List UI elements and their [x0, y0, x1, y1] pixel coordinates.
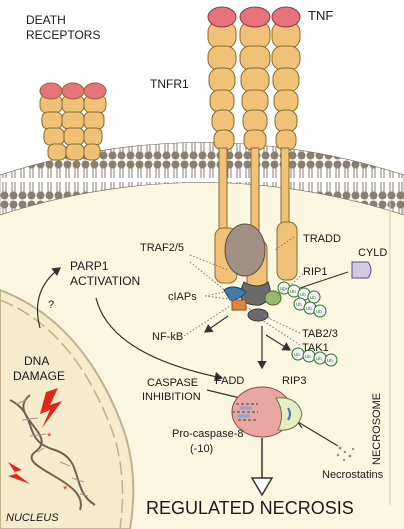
svg-text:*: * — [47, 431, 52, 443]
dna-damage-label-line2: DAMAGE — [13, 369, 65, 383]
necrostatins-label: Necrostatins — [322, 469, 384, 481]
rip3-label: RIP3 — [282, 375, 306, 387]
dna-damage-label-line1: DNA — [24, 354, 49, 368]
necrostatin-particles — [336, 446, 355, 462]
ub-label: Ub — [310, 295, 316, 300]
procaspase-label-line1: Pro-caspase-8 — [172, 428, 244, 440]
caspase-inhibition-line — [206, 389, 241, 399]
nfkb-label: NF-kB — [152, 331, 183, 343]
necrosome-label: NECROSOME — [371, 393, 383, 465]
arrow-dna-to-parp1 — [36, 267, 61, 329]
question-mark-label: ? — [48, 299, 54, 311]
arrow-to-nfkb — [204, 315, 229, 333]
tak-label: TAK1 — [302, 342, 329, 354]
ub-label: Ub — [305, 354, 311, 359]
parp1-label-line2: ACTIVATION — [70, 274, 140, 288]
ub-label: Ub — [316, 356, 322, 361]
tnfr1-label: TNFR1 — [150, 77, 189, 91]
nucleus-label: NUCLEUS — [6, 512, 59, 524]
ub-label: Ub — [300, 292, 306, 297]
dna-damage-lightning-icon — [8, 462, 30, 484]
cyld-protein — [351, 261, 372, 279]
traf-label: TRAF2/5 — [140, 242, 184, 254]
ub-label: Ub — [294, 352, 300, 357]
ub-label: Ub — [327, 358, 333, 363]
ubiquitin-chain — [277, 281, 327, 318]
rip1-label: RIP1 — [303, 266, 327, 278]
nucleus — [0, 288, 135, 529]
fadd-label: FADD — [215, 375, 244, 387]
cyld-label: CYLD — [358, 247, 387, 259]
tradd-label: TRADD — [303, 233, 341, 245]
death-receptors-label-line2: RECEPTORS — [26, 28, 100, 42]
caspase-inhibition-label-line2: INHIBITION — [142, 391, 201, 403]
cyld-inhibition-line — [299, 271, 349, 289]
parp1-label-line1: PARP1 — [70, 259, 109, 273]
ub-label: Ub — [296, 302, 302, 307]
ub-label: Ub — [290, 289, 296, 294]
caspase-inhibition-label-line1: CASPASE — [147, 377, 198, 389]
necrosome — [231, 386, 303, 497]
ciaps-label: cIAPs — [168, 291, 197, 303]
tab-label: TAB2/3 — [302, 328, 338, 340]
death-receptor — [39, 82, 107, 161]
arrow-parp1-to-necrosome — [95, 297, 224, 382]
complex-i — [223, 223, 282, 322]
ub-label: Ub — [316, 309, 322, 314]
dna-damage-lightning-icon — [40, 388, 62, 428]
plasma-membrane — [0, 142, 404, 216]
ub-label: Ub — [280, 286, 286, 291]
arrow-to-ub-chain — [265, 334, 292, 351]
necrostatin-inhibition-line — [297, 421, 339, 447]
regulated-necrosis-label: REGULATED NECROSIS — [146, 498, 354, 518]
procaspase-label-line2: (-10) — [190, 443, 213, 455]
pathway-arrows — [36, 267, 339, 447]
ubiquitin-chain-lower — [291, 347, 338, 367]
leader-lines — [183, 236, 304, 346]
svg-text:*: * — [63, 484, 68, 496]
tnf-label: TNF — [308, 8, 333, 23]
nuclear-envelope-inner — [0, 299, 124, 529]
dna-helix: * * — [8, 388, 96, 511]
death-receptors-label-line1: DEATH — [26, 13, 66, 27]
ub-label: Ub — [306, 306, 312, 311]
